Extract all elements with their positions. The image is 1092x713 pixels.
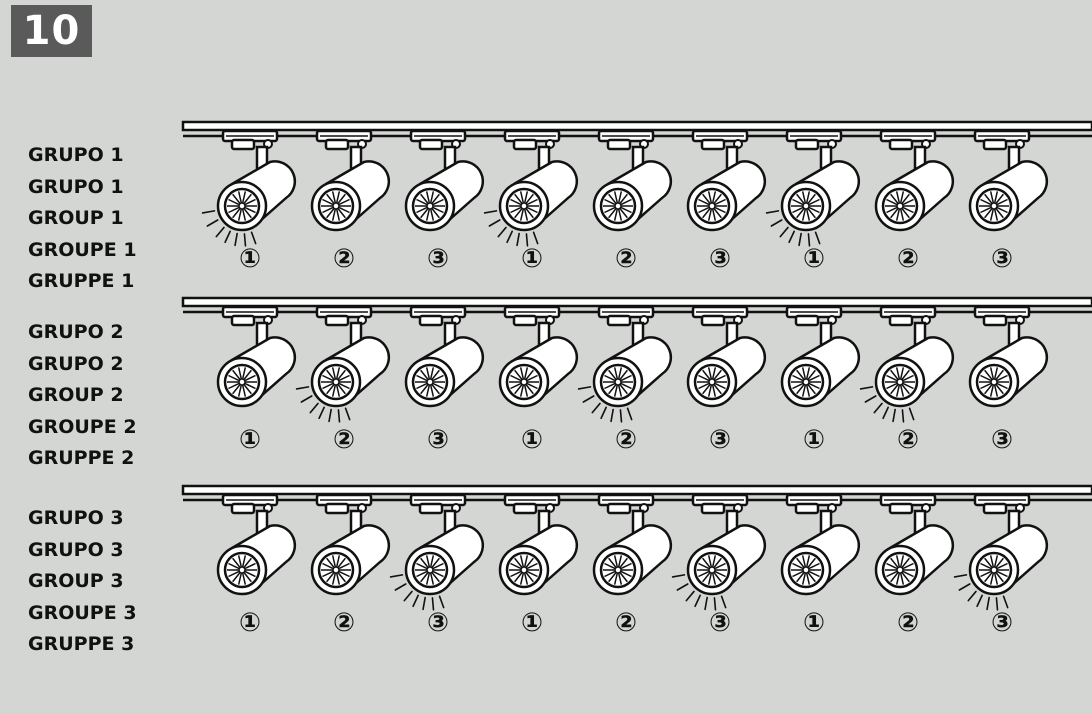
track-rail: [183, 486, 1092, 494]
spot-number-2-8: ②: [897, 425, 919, 455]
spot-number-1-2: ②: [333, 244, 355, 274]
spotlight-1-1: [203, 131, 295, 246]
spot-number-3-8: ②: [897, 608, 919, 638]
spotlight-2-6: [688, 307, 765, 406]
spot-number-3-3: ③: [427, 608, 449, 638]
spotlight-2-1: [218, 307, 295, 406]
spotlight-1-2: [312, 131, 389, 230]
spotlight-2-5: [579, 307, 671, 422]
spotlight-3-9: [955, 495, 1047, 610]
track-group-2: ① ② ③ ① ② ③ ① ② ③: [183, 298, 1092, 455]
spotlight-1-7: [767, 131, 859, 246]
spotlight-3-4: [500, 495, 577, 594]
spot-number-1-5: ②: [615, 244, 637, 274]
spot-number-3-2: ②: [333, 608, 355, 638]
spot-number-2-1: ①: [239, 425, 261, 455]
spotlight-3-2: [312, 495, 389, 594]
spotlight-2-7: [782, 307, 859, 406]
spot-number-2-6: ③: [709, 425, 731, 455]
spotlight-3-3: [391, 495, 483, 610]
spot-number-1-7: ①: [803, 244, 825, 274]
spotlight-1-3: [406, 131, 483, 230]
spot-number-3-4: ①: [521, 608, 543, 638]
spot-number-1-8: ②: [897, 244, 919, 274]
spot-number-3-9: ③: [991, 608, 1013, 638]
spot-number-2-2: ②: [333, 425, 355, 455]
spot-number-2-3: ③: [427, 425, 449, 455]
track-group-1: ① ② ③ ① ② ③ ① ② ③: [183, 122, 1092, 274]
spot-number-3-7: ①: [803, 608, 825, 638]
spot-number-3-1: ①: [239, 608, 261, 638]
spot-number-2-7: ①: [803, 425, 825, 455]
track-rail: [183, 122, 1092, 130]
spotlight-2-4: [500, 307, 577, 406]
spotlight-1-9: [970, 131, 1047, 230]
spotlight-1-8: [876, 131, 953, 230]
spotlight-2-9: [970, 307, 1047, 406]
spotlight-3-6: [673, 495, 765, 610]
spot-number-1-3: ③: [427, 244, 449, 274]
spotlight-1-6: [688, 131, 765, 230]
track-rail: [183, 298, 1092, 306]
track-group-3: ① ② ③ ① ② ③ ① ② ③: [183, 486, 1092, 638]
spotlight-2-3: [406, 307, 483, 406]
spotlight-2-2: [297, 307, 389, 422]
spot-number-1-9: ③: [991, 244, 1013, 274]
spotlight-1-4: [485, 131, 577, 246]
spotlight-2-8: [861, 307, 953, 422]
spotlight-3-7: [782, 495, 859, 594]
spot-number-2-4: ①: [521, 425, 543, 455]
spot-number-3-6: ③: [709, 608, 731, 638]
spotlight-3-8: [876, 495, 953, 594]
spot-number-2-9: ③: [991, 425, 1013, 455]
spotlight-1-5: [594, 131, 671, 230]
spot-number-3-5: ②: [615, 608, 637, 638]
spotlight-3-5: [594, 495, 671, 594]
spot-number-1-4: ①: [521, 244, 543, 274]
spot-number-1-6: ③: [709, 244, 731, 274]
spotlight-3-1: [218, 495, 295, 594]
spot-number-1-1: ①: [239, 244, 261, 274]
spot-number-2-5: ②: [615, 425, 637, 455]
